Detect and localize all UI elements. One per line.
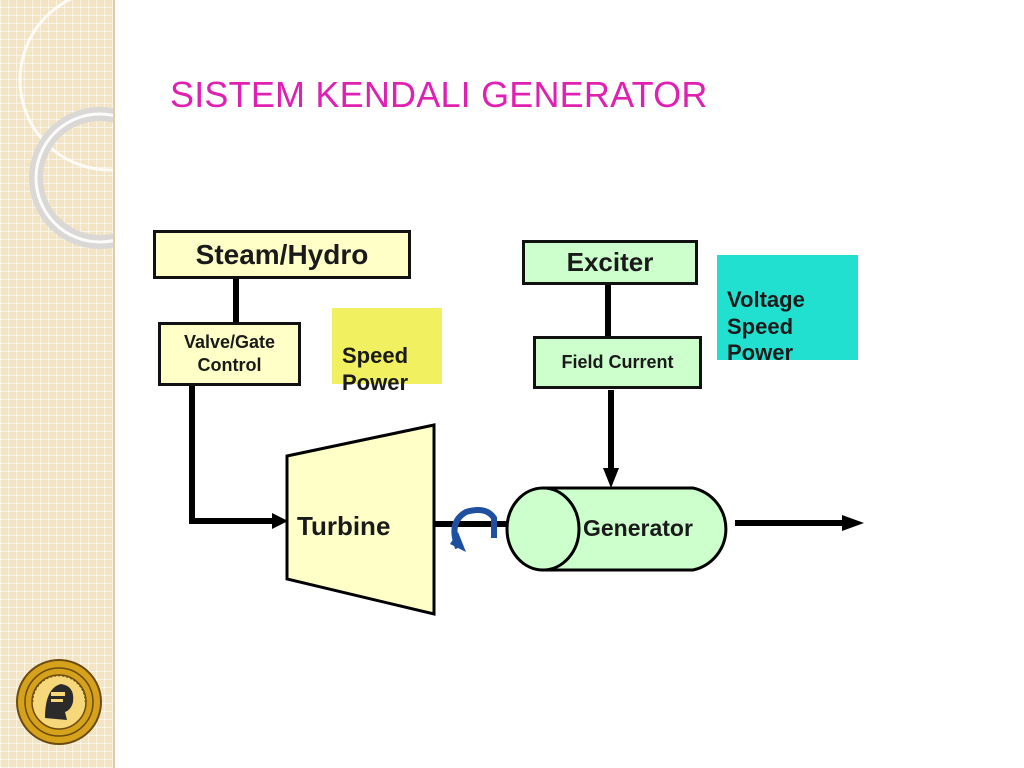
- generator-inputs-note: Voltage Speed Power: [717, 255, 858, 365]
- turbine-shape: [285, 423, 436, 616]
- valve-gate-control-label: Valve/Gate Control: [183, 331, 276, 375]
- exciter-label: Exciter: [566, 247, 654, 277]
- field-current-block: Field Current: [533, 336, 702, 389]
- generator-label: Generator: [583, 515, 693, 541]
- steam-hydro-block: Steam/Hydro: [153, 230, 411, 279]
- turbine-label: Turbine: [297, 511, 391, 541]
- slide-title: SISTEM KENDALI GENERATOR: [170, 74, 708, 115]
- generator-inputs-text: Voltage Speed Power: [727, 287, 805, 366]
- turbine-inputs-text: Speed Power: [342, 342, 409, 396]
- field-current-label: Field Current: [561, 352, 674, 372]
- valve-gate-control-block: Valve/Gate Control: [158, 322, 301, 386]
- connector-valve-to-turbine: [189, 386, 272, 524]
- seal-logo-icon: [16, 659, 102, 745]
- decorative-sidebar: [0, 0, 115, 768]
- arrowhead-turbine: [272, 513, 288, 529]
- shaft-rotation-arrow: [451, 507, 497, 550]
- arrowhead-output: [842, 515, 864, 531]
- exciter-block: Exciter: [522, 240, 698, 285]
- steam-hydro-label: Steam/Hydro: [195, 238, 369, 270]
- generator-end-cap: [505, 486, 581, 572]
- arrowhead-generator: [603, 468, 619, 488]
- shaft-rotation-arrowhead: [450, 532, 466, 552]
- turbine-inputs-note: Speed Power: [332, 308, 442, 395]
- decorative-rings: [18, 0, 113, 249]
